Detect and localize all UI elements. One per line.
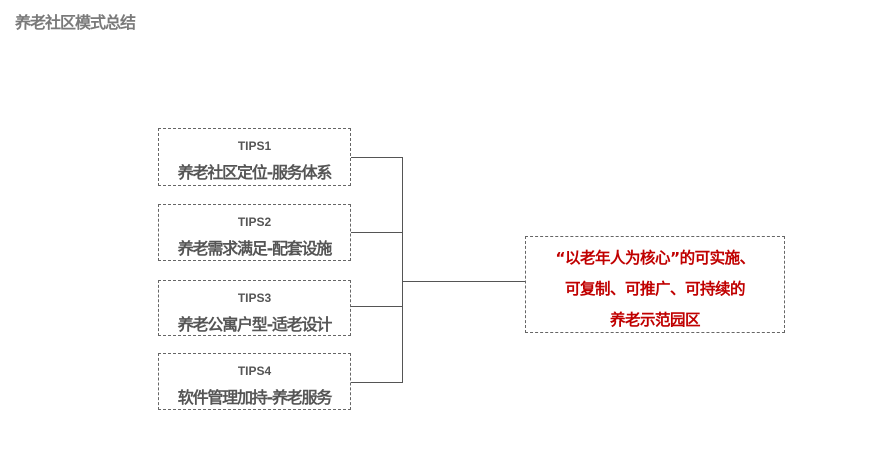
goal-line-3: 养老示范园区 bbox=[609, 311, 701, 329]
tip-box-4: TIPS4 软件管理加持-养老服务 bbox=[158, 353, 351, 410]
tip-box-3: TIPS3 养老公寓户型-适老设计 bbox=[158, 280, 351, 336]
connector-to-goal bbox=[402, 281, 525, 282]
connector-1 bbox=[351, 157, 402, 158]
connector-4 bbox=[351, 382, 402, 383]
tip-text: 养老需求满足-配套设施 bbox=[177, 239, 333, 258]
tip-label: TIPS4 bbox=[237, 364, 272, 378]
goal-line-1: “以老年人为核心”的可实施、 bbox=[555, 249, 755, 267]
connector-3 bbox=[351, 306, 402, 307]
tip-label: TIPS3 bbox=[237, 291, 272, 305]
tip-label: TIPS2 bbox=[237, 215, 272, 229]
tip-text: 养老公寓户型-适老设计 bbox=[177, 315, 333, 334]
tip-label: TIPS1 bbox=[237, 139, 272, 153]
tip-box-1: TIPS1 养老社区定位-服务体系 bbox=[158, 128, 351, 186]
goal-line-2: 可复制、可推广、可持续的 bbox=[564, 280, 746, 298]
tip-text: 养老社区定位-服务体系 bbox=[177, 163, 333, 182]
tip-text: 软件管理加持-养老服务 bbox=[177, 388, 333, 407]
connector-2 bbox=[351, 232, 402, 233]
connector-vertical bbox=[402, 157, 403, 383]
tip-box-2: TIPS2 养老需求满足-配套设施 bbox=[158, 204, 351, 261]
page-title: 养老社区模式总结 bbox=[15, 13, 136, 32]
goal-box: “以老年人为核心”的可实施、 可复制、可推广、可持续的 养老示范园区 bbox=[525, 236, 785, 333]
